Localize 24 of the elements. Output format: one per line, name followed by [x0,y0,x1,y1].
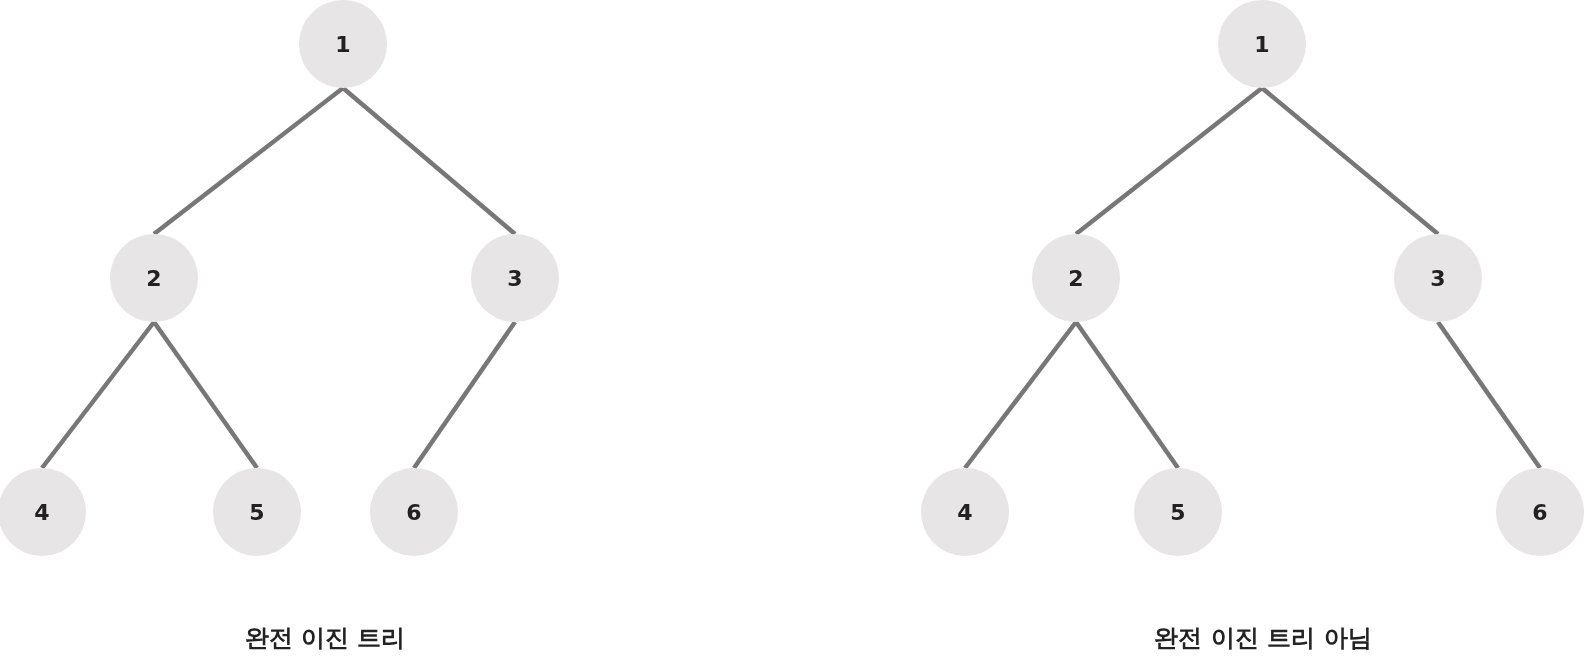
connector-line [1260,86,1440,236]
connector-line [40,320,156,470]
tree-caption: 완전 이진 트리 [244,623,406,654]
connector-line [412,320,517,470]
node-number: 2 [146,264,162,293]
node-number: 4 [957,498,973,527]
node-number: 5 [249,498,265,527]
node-number: 5 [1170,498,1186,527]
connector-line [1074,320,1180,470]
node-number: 3 [1430,264,1446,293]
node-number: 1 [1254,30,1270,59]
connector-line [963,320,1078,470]
node-number: 4 [34,498,50,527]
node-number: 3 [507,264,523,293]
connector-line [152,320,259,470]
tree-caption: 완전 이진 트리 아님 [1154,623,1372,654]
connector-line [152,86,345,236]
node-number: 2 [1068,264,1084,293]
node-number: 1 [335,30,351,59]
node-number: 6 [1532,498,1548,527]
connector-line [1074,86,1264,236]
node-number: 6 [406,498,422,527]
connector-line [341,86,517,236]
connector-line [1436,320,1542,470]
